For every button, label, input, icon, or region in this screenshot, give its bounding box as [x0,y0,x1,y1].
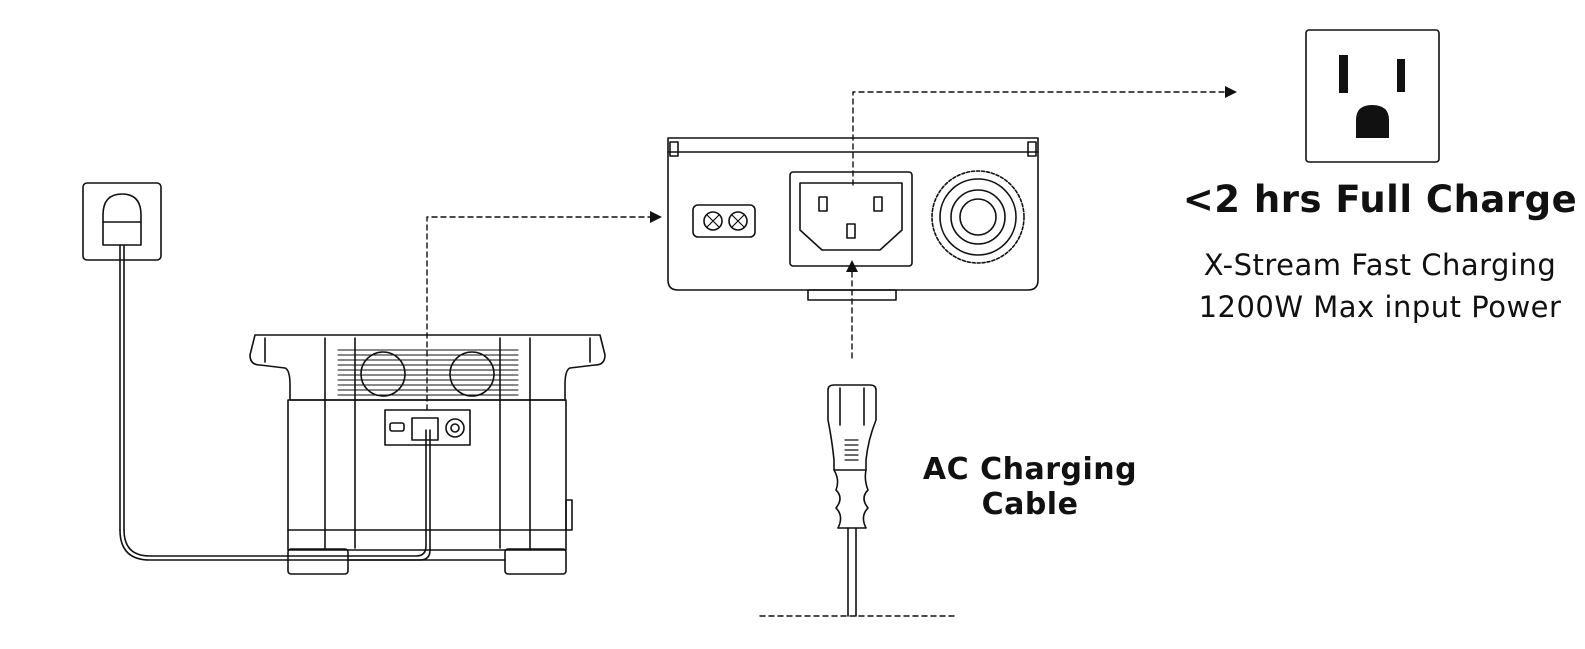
charge-time-heading: <2 hrs Full Charge [1182,178,1578,221]
ac-charging-cable-icon [827,384,877,617]
power-station-icon [249,334,606,575]
cable-label-line-2: Cable [981,487,1079,522]
wall-outlet-icon [1305,29,1440,163]
dashed-connectors [426,86,1237,617]
wall-socket-left-icon [82,182,162,531]
port-panel-closeup-icon [667,137,1039,301]
power-cord [119,429,431,561]
cable-label-line-1: AC Charging [922,452,1138,487]
feature-line-2: 1200W Max input Power [1198,290,1562,324]
cable-label: AC Charging Cable [905,452,1155,522]
feature-line-1: X-Stream Fast Charging [1203,248,1557,282]
